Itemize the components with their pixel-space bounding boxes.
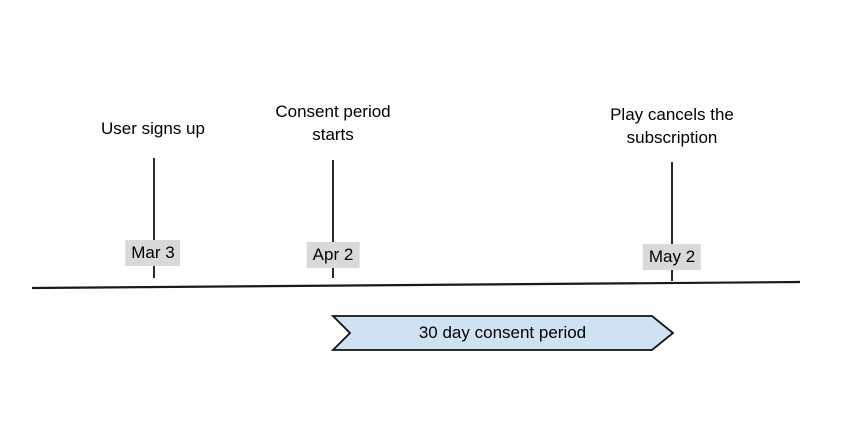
- timeline-axis-line: [31, 280, 801, 290]
- event-label-play-cancels-subscription: Play cancels the subscription: [610, 105, 734, 147]
- date-badge-apr-2: Apr 2: [306, 242, 360, 268]
- event-label-user-signs-up: User signs up: [101, 119, 205, 138]
- event-label-consent-period-starts: Consent period starts: [275, 102, 391, 144]
- consent-period-label: 30 day consent period: [418, 323, 587, 342]
- consent-period-arrow: [330, 315, 675, 351]
- date-badge-mar-3: Mar 3: [125, 240, 181, 266]
- date-badge-may-2: May 2: [642, 244, 702, 270]
